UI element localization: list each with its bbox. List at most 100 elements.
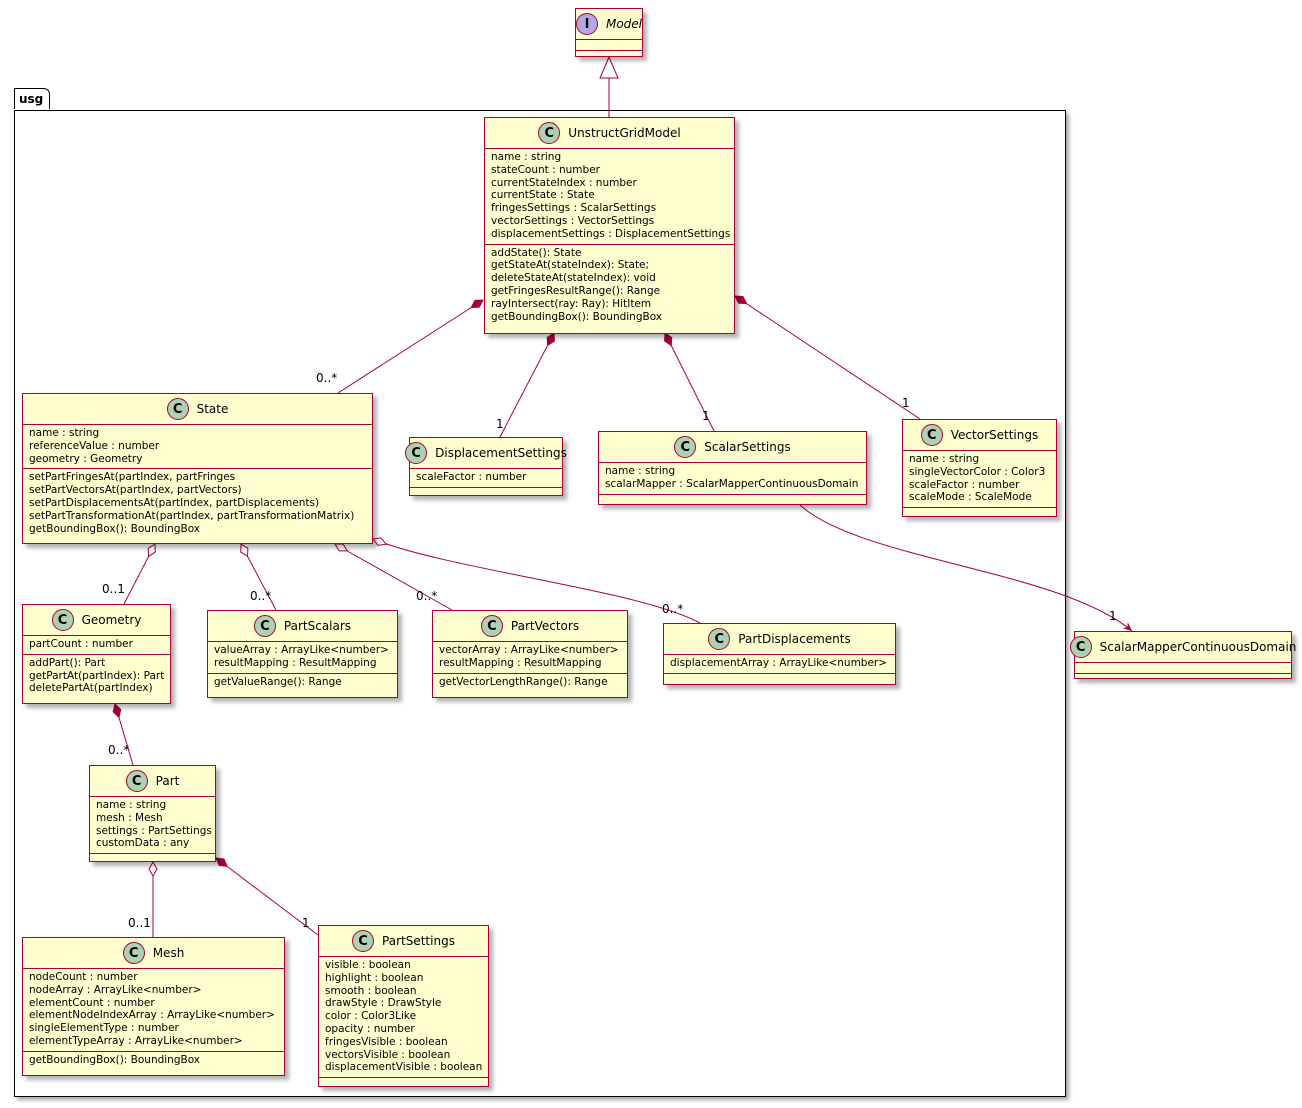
method: addState(): State [491,246,582,259]
attribute: vectorArray : ArrayLike<number> [439,644,619,656]
method: addPart(): Part [29,656,106,669]
class-icon: C [51,609,74,631]
class-header: I Model [575,9,642,39]
attribute: visible : boolean [325,959,411,971]
attribute: scaleMode : ScaleMode [909,491,1032,504]
methods-section: getValueRange(): Range [208,672,397,692]
attribute: scalarMapper : ScalarMapperContinuousDom… [605,477,859,490]
attributes-section: partCount : number [23,635,170,654]
class-name: State [196,402,229,416]
attribute: color : Color3Like [325,1010,417,1023]
class-name: PartDisplacements [738,632,851,646]
methods-section [410,486,562,498]
attribute: elementTypeArray : ArrayLike<number> [29,1034,243,1047]
class-name: Part [155,774,180,788]
class-name: PartVectors [510,619,580,633]
class-name: VectorSettings [950,428,1039,442]
class-icon: C [122,942,145,964]
method: setPartTransformationAt(partIndex, partT… [29,509,355,522]
methods-section: setPartFringesAt(partIndex, partFringes s… [23,468,372,538]
attribute: mesh : Mesh [96,811,163,824]
class-header: C UnstructGridModel [485,118,734,148]
attribute: name : string [909,453,980,465]
method: getFringesResultRange(): Range [491,284,661,297]
class-name: DisplacementSettings [435,446,567,460]
attribute: fringesVisible : boolean [325,1035,448,1048]
attribute: name : string [96,799,167,811]
method: deleteStateAt(stateIndex): void [491,272,656,285]
method: rayIntersect(ray: Ray): HitItem [491,297,652,310]
class-name: Mesh [152,946,185,960]
class-header: C PartVectors [433,611,627,641]
attribute: name : string [605,465,676,477]
methods-section: getVectorLengthRange(): Range [433,672,627,692]
class-header: C PartScalars [208,611,397,641]
class-name: ScalarMapperContinuousDomain [1099,640,1297,654]
methods-section [1075,673,1291,684]
attributes-section: valueArray : ArrayLike<number>resultMapp… [208,641,397,673]
method: getVectorLengthRange(): Range [439,675,608,688]
class-icon: C [538,122,561,144]
attribute: smooth : boolean [325,984,417,997]
methods-section [599,493,866,505]
attribute: scaleFactor : number [909,478,1020,491]
methods-section [664,672,895,684]
attribute: referenceValue : number [29,439,160,452]
class-header: C Mesh [23,938,284,968]
class-icon: C [352,930,375,952]
method: setPartDisplacementsAt(partIndex, partDi… [29,496,320,509]
attribute: currentStateIndex : number [491,176,637,189]
class-smcd[interactable]: C ScalarMapperContinuousDomain [1069,631,1296,679]
class-header: C Geometry [23,605,170,635]
class-model[interactable]: I Model [575,8,643,57]
method: deletePartAt(partIndex) [29,682,153,695]
attributes-section [576,39,642,50]
attribute: geometry : Geometry [29,452,143,465]
attribute: valueArray : ArrayLike<number> [214,644,389,656]
attribute: nodeCount : number [29,971,138,983]
attribute: settings : PartSettings [96,824,212,837]
class-name: Geometry [81,613,142,627]
attribute: displacementVisible : boolean [325,1061,483,1074]
class-icon: C [125,770,148,792]
multiplicity-label: 1 [1109,609,1117,623]
class-name: ScalarSettings [704,440,791,454]
method: setPartFringesAt(partIndex, partFringes [29,471,236,484]
class-name: PartScalars [283,619,352,633]
attribute: resultMapping : ResultMapping [439,656,602,669]
method: getBoundingBox(): BoundingBox [29,522,201,535]
methods-section [576,50,642,61]
attributes-section: scaleFactor : number [410,468,562,487]
attribute: opacity : number [325,1022,415,1035]
class-header: C PartSettings [319,926,488,956]
class-icon: C [166,398,189,420]
class-header: C ScalarMapperContinuousDomain [1069,632,1296,662]
attribute: vectorsVisible : boolean [325,1048,451,1061]
class-pvectors[interactable]: C PartVectors vectorArray : ArrayLike<num… [432,610,628,698]
attribute: scaleFactor : number [416,471,527,483]
methods-section [90,853,215,864]
attribute: nodeArray : ArrayLike<number> [29,983,202,996]
method: getBoundingBox(): BoundingBox [29,1053,201,1066]
attribute: elementNodeIndexArray : ArrayLike<number… [29,1009,275,1022]
class-icon: C [253,615,276,637]
package-tab: usg [14,88,50,109]
class-icon: C [480,615,503,637]
method: getPartAt(partIndex): Part [29,669,165,682]
